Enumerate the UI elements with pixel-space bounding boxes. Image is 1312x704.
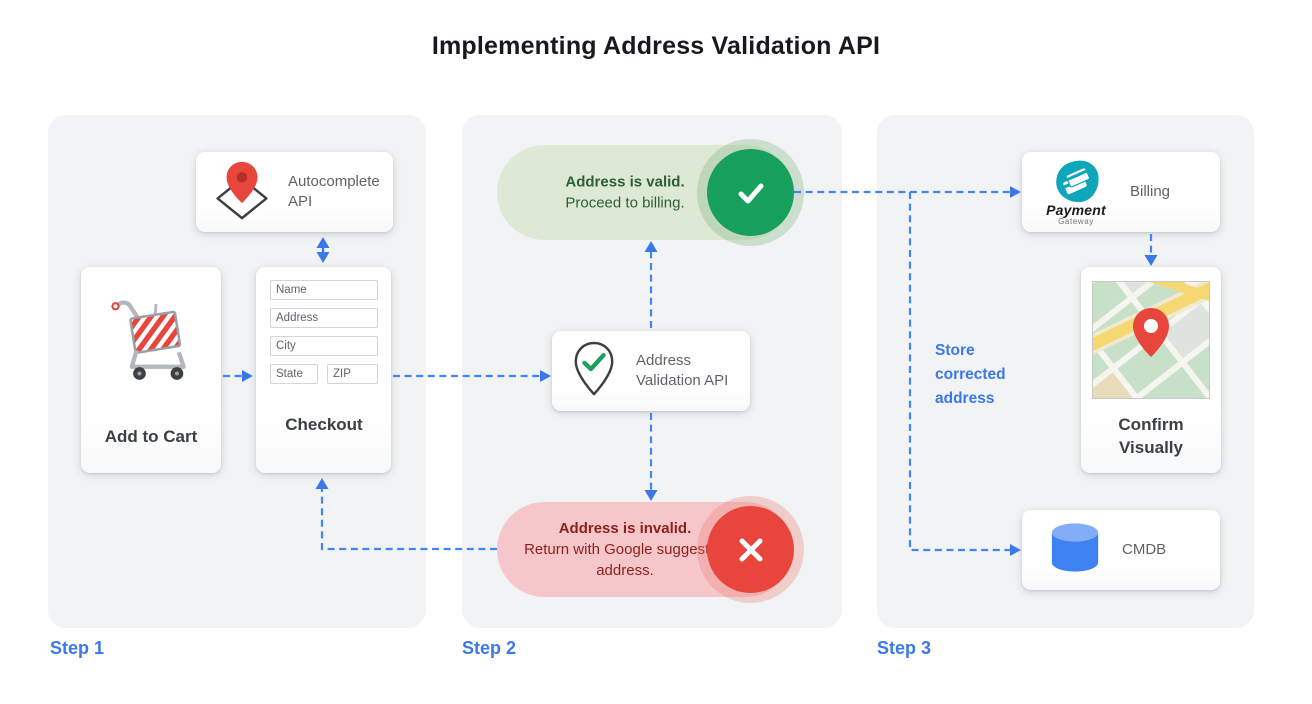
autocomplete-api-card: Autocomplete API [196, 152, 393, 232]
payment-logo-title: Payment [1046, 201, 1106, 218]
address-valid-text: Address is valid. Proceed to billing. [523, 171, 727, 214]
address-validation-api-card: Address Validation API [552, 331, 750, 411]
checkout-label: Checkout [285, 415, 363, 434]
address-invalid-title: Address is invalid. [558, 519, 692, 537]
address-invalid-text: Address is invalid. Return with Google s… [523, 518, 727, 582]
shopping-cart-icon [103, 289, 199, 390]
step-2-label: Step 2 [462, 638, 517, 658]
payment-gateway-logo: Payment Gateway [1038, 159, 1114, 226]
map-pin-diamond-icon [212, 157, 272, 228]
cmdb-label: CMDB [1122, 541, 1167, 559]
confirm-visually-card: Confirm Visually [1029, 238, 1250, 473]
address-invalid-pill: Address is invalid. Return with Google s… [497, 502, 794, 597]
page-title: Implementing Address Validation API [431, 32, 881, 60]
address-valid-title: Address is valid. [565, 173, 685, 191]
billing-label: Billing [1130, 183, 1171, 201]
step-3-label: Step 3 [877, 638, 932, 658]
payment-logo-subtitle: Gateway [1058, 216, 1094, 226]
add-to-cart-label: Add to Cart [104, 427, 198, 446]
step-1-label: Step 1 [50, 638, 105, 658]
city-field[interactable] [270, 336, 378, 356]
autocomplete-api-label: Autocomplete API [288, 173, 380, 210]
cmdb-card: CMDB [1022, 510, 1220, 590]
state-field[interactable] [270, 364, 318, 384]
address-valid-subtitle: Proceed to billing. [565, 194, 685, 212]
store-corrected-address-note: Store corrected address [935, 342, 1006, 408]
address-field[interactable] [270, 308, 378, 328]
add-to-cart-card: Add to Cart [81, 267, 221, 473]
confirm-visually-label: Confirm Visually [1118, 415, 1184, 457]
zip-field[interactable] [327, 364, 378, 384]
address-valid-pill: Address is valid. Proceed to billing. [497, 145, 794, 240]
address-invalid-subtitle: Return with Google suggested address. [524, 540, 726, 580]
pin-check-icon [568, 338, 620, 405]
check-circle-icon [707, 149, 794, 236]
name-field[interactable] [270, 280, 378, 300]
billing-card: Payment Gateway Billing [1022, 152, 1220, 232]
checkout-card: Checkout [256, 267, 391, 473]
x-circle-icon [707, 506, 794, 593]
address-validation-api-label: Address Validation API [636, 352, 729, 389]
database-icon [1044, 521, 1106, 580]
state-zip-row [270, 364, 378, 392]
map-thumbnail [1029, 238, 1250, 460]
